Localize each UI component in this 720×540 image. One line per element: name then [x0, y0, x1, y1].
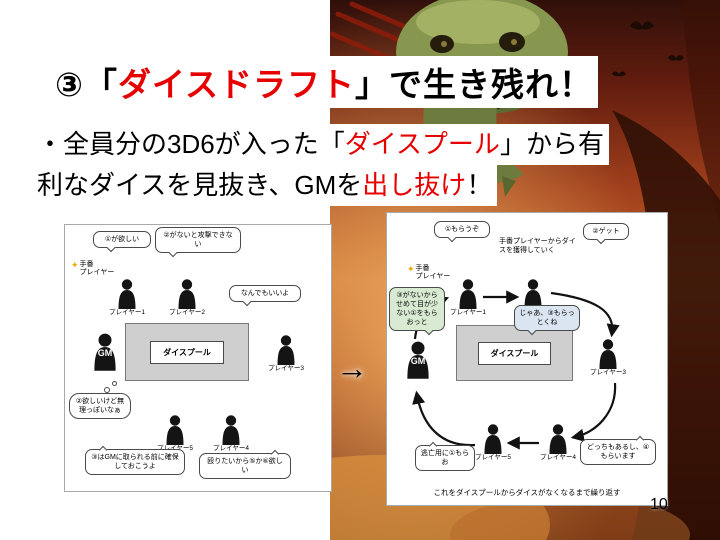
dice-pool-box: ダイスプール [456, 325, 573, 381]
person-icon [407, 341, 429, 379]
dice-pool-label: ダイスプール [150, 340, 224, 364]
player-label: プレイヤー3 [590, 369, 626, 376]
speech-bubble-then-3: じゃあ、③もらっとくね [514, 305, 580, 332]
speech-bubble-anything: なんでもいいよ [229, 285, 301, 303]
title-highlight: ダイスドラフト [117, 66, 355, 104]
turn-player-line1: 手番 [415, 265, 430, 272]
player-label: プレイヤー1 [109, 309, 145, 316]
player-label: プレイヤー4 [540, 454, 576, 461]
person-icon [166, 415, 184, 445]
player-label: プレイヤー1 [450, 309, 486, 316]
body-text: ・全員分の3D6が入った「ダイスプール」から有 利なダイスを見抜き、GMを出し抜… [32, 124, 609, 206]
speech-bubble-either-4: どっちもあるし、④もらいます [580, 439, 656, 466]
speech-bubble-low-1: ③がないからせめて目が少ない①をもらおっと [389, 287, 445, 332]
bubble-text: ②がないと攻撃できない [163, 232, 233, 249]
body-l1a: ・全員分の3D6が入った「 [37, 129, 345, 159]
turn-player-line1: 手番 [79, 261, 94, 268]
player-5-figure: プレイヤー5 [471, 424, 515, 462]
person-icon [178, 279, 196, 309]
left-flow-diagram: ダイスプール プレイヤー1 プレイヤー2 プレイヤー3 プレイヤー4 プレイヤー… [64, 224, 332, 492]
player-4-figure: プレイヤー4 [536, 424, 580, 462]
rule-note: 手番プレイヤーからダイスを獲得していく [499, 238, 576, 255]
person-icon [94, 333, 116, 371]
gm-figure: GM [396, 341, 440, 379]
speech-bubble-hit-56: 殴りたいから⑤か⑥欲しい [199, 453, 291, 480]
sparkle-icon: ✦ [71, 260, 79, 270]
bubble-text: 殴りたいから⑤か⑥欲しい [207, 458, 283, 475]
person-icon [118, 279, 136, 309]
gm-figure: GM [83, 333, 127, 371]
bubble-text: ①もらうぞ [444, 226, 480, 233]
person-icon [277, 335, 295, 365]
body-l1-red: ダイスプール [344, 129, 500, 159]
player-1-figure: プレイヤー1 [105, 279, 149, 317]
repeat-caption: これをダイスプールからダイスがなくなるまで繰り返す [433, 488, 621, 497]
speech-bubble-secure-3: ③はGMに取られる前に確保しておこうよ [85, 449, 185, 476]
speech-bubble-need-2: ②がないと攻撃できない [155, 227, 241, 254]
body-l2c: ！ [466, 170, 493, 200]
title-post: 」で生き残れ！ [354, 66, 593, 104]
player-label: プレイヤー3 [268, 365, 304, 372]
thought-bubble-gm: ②欲しいけど無理っぽいなぁ [69, 381, 131, 420]
body-l2a: 利なダイスを見抜き、GMを [37, 170, 363, 200]
person-icon [459, 279, 477, 309]
gm-label: GM [410, 356, 426, 366]
player-3-figure: プレイヤー3 [586, 339, 630, 377]
person-icon [484, 424, 502, 454]
turn-player-tag: ✦ 手番プレイヤー [71, 260, 115, 277]
dice-pool-box: ダイスプール [125, 323, 249, 381]
body-l2-red: 出し抜け [362, 170, 467, 200]
player-label: プレイヤー2 [169, 309, 205, 316]
speech-bubble-escape-1: 逃亡用に①もらお [415, 445, 475, 472]
bubble-text: ③はGMに取られる前に確保しておこうよ [91, 454, 179, 471]
person-icon [599, 339, 617, 369]
turn-player-line2: プレイヤー [415, 273, 451, 281]
player-2-figure: プレイヤー2 [165, 279, 209, 317]
bubble-text: どっちもあるし、④もらいます [586, 444, 650, 461]
player-5-figure: プレイヤー5 [153, 415, 197, 453]
body-l1c: 」から有 [499, 129, 604, 159]
gm-label: GM [97, 348, 113, 358]
right-flow-diagram: ダイスプール プレイヤー1 プレイヤー2 プレイヤー3 プレイヤー4 プレイヤー… [386, 212, 668, 506]
player-4-figure: プレイヤー4 [209, 415, 253, 453]
player-3-figure: プレイヤー3 [264, 335, 308, 373]
slide-title: ③「ダイスドラフト」で生き残れ！ [50, 56, 598, 109]
person-icon [549, 424, 567, 454]
player-label: プレイヤー4 [213, 445, 249, 452]
title-pre: ③「 [55, 66, 118, 104]
player-1-figure: プレイヤー1 [446, 279, 490, 317]
transition-arrow: → [336, 350, 368, 386]
player-label: プレイヤー5 [475, 454, 511, 461]
speech-bubble-get-2: ②ゲット [583, 223, 629, 241]
bubble-text: 逃亡用に①もらお [420, 450, 470, 467]
person-icon [222, 415, 240, 445]
page-number: 10 [650, 496, 668, 513]
bubble-text: なんでもいいよ [240, 290, 290, 297]
sparkle-icon: ✦ [407, 264, 415, 274]
speech-bubble-want-1: ①が欲しい [93, 231, 151, 249]
bubble-text: ②欲しいけど無理っぽいなぁ [75, 398, 125, 415]
bubble-text: ①が欲しい [104, 236, 140, 243]
bubble-text: ③がないからせめて目が少ない①をもらおっと [396, 292, 438, 327]
bubble-text: ②ゲット [592, 228, 620, 235]
dice-pool-label: ダイスプール [477, 341, 552, 365]
bubble-text: じゃあ、③もらっとくね [519, 310, 575, 327]
speech-bubble-take-1: ①もらうぞ [434, 221, 490, 239]
turn-player-line2: プレイヤー [79, 269, 115, 277]
turn-player-tag: ✦ 手番プレイヤー [407, 264, 451, 281]
